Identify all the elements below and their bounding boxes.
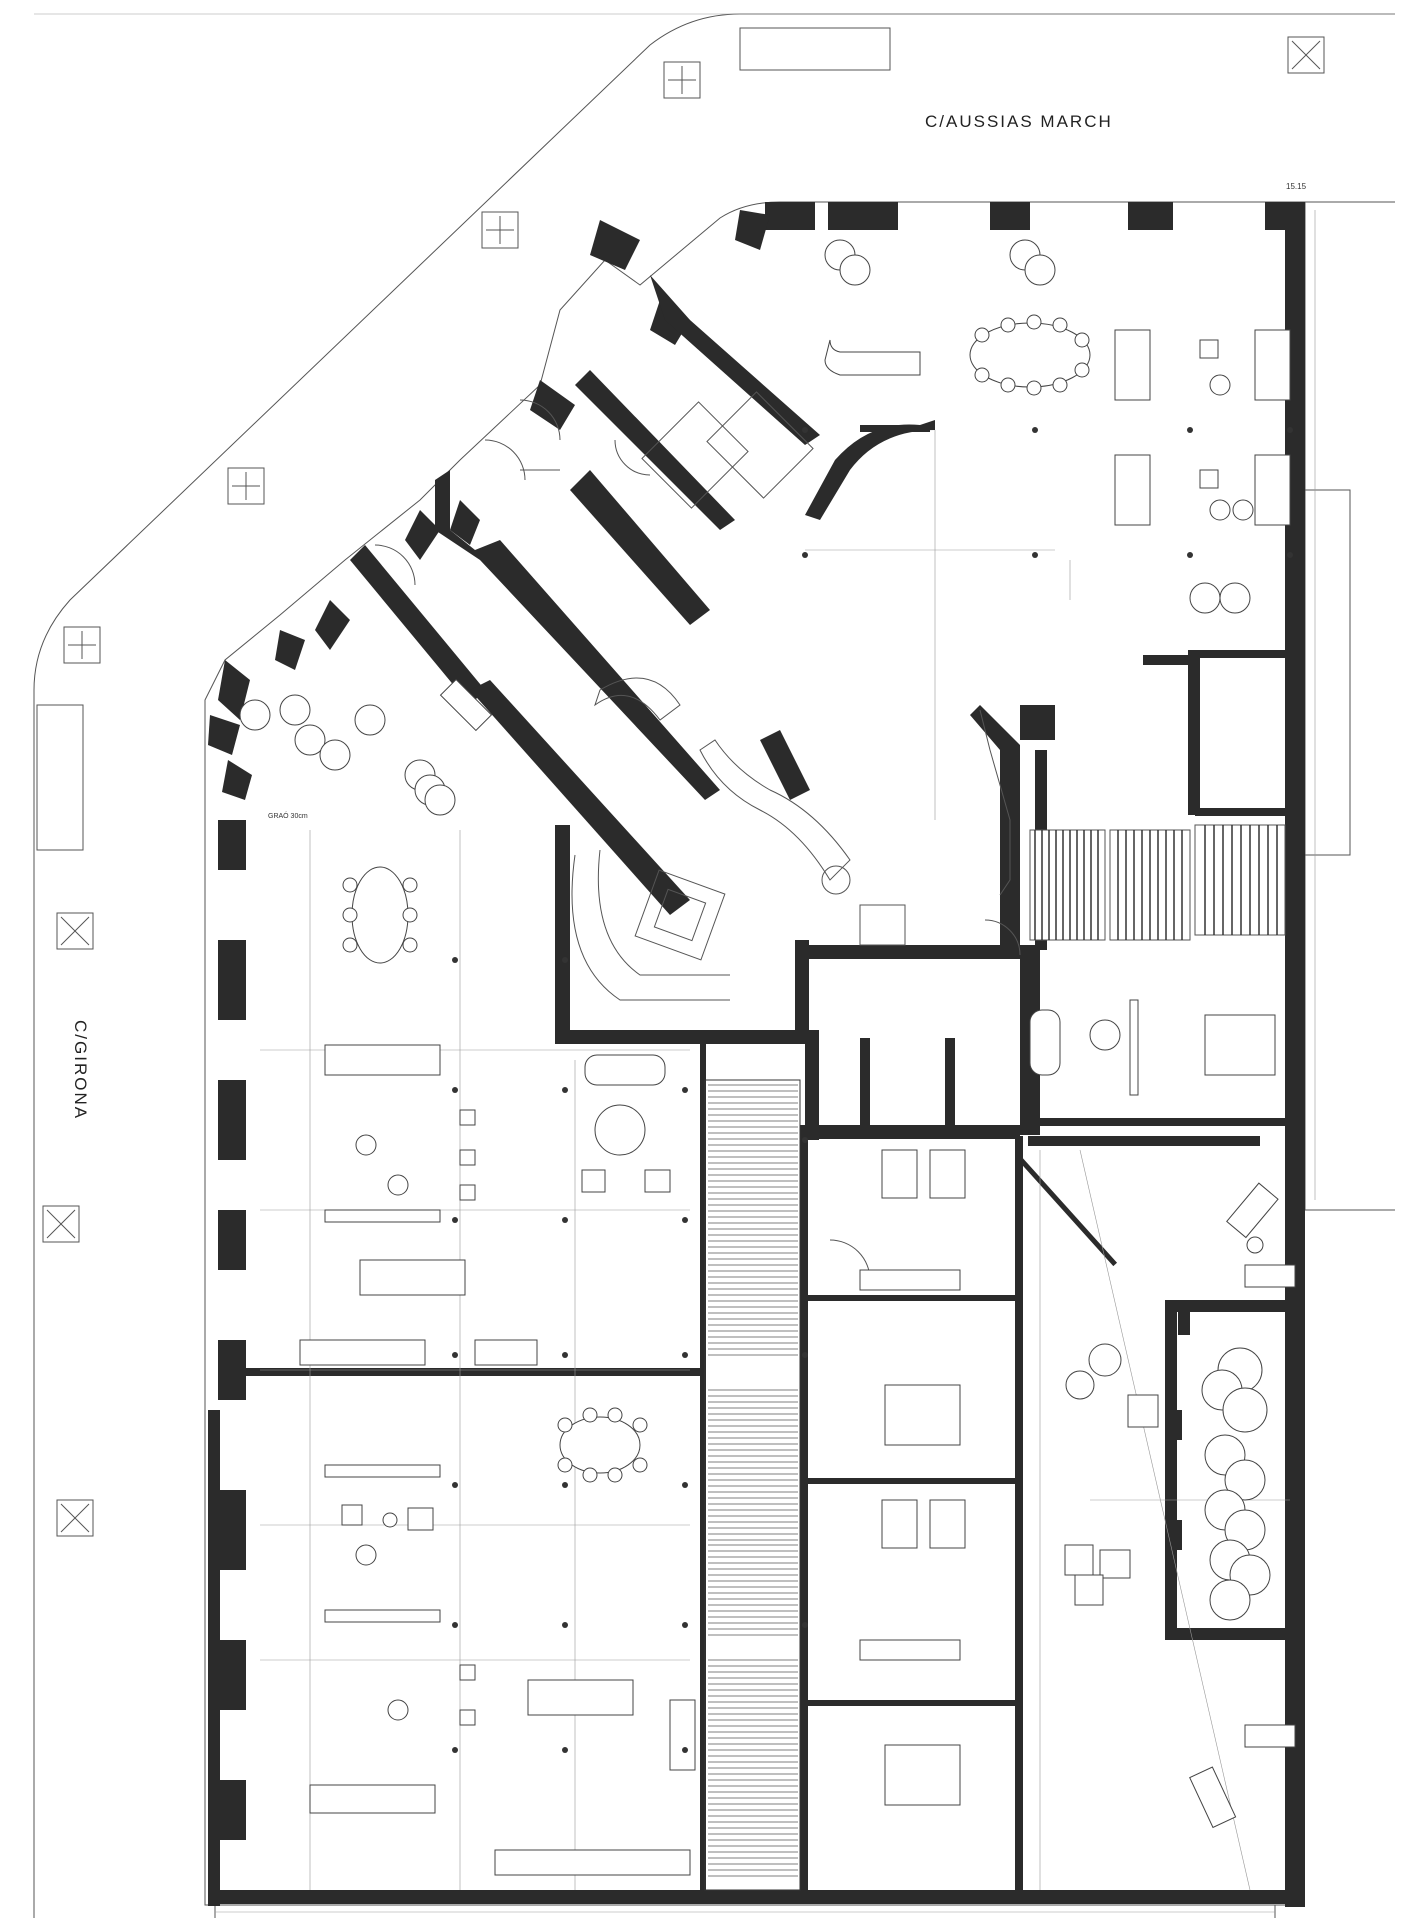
furniture-bedrooms <box>859 999 1276 1806</box>
furniture-top-right <box>824 239 1291 614</box>
tree-icons <box>42 36 1325 1537</box>
dimension-label: 15.15 <box>1286 182 1307 191</box>
stair-column <box>704 1079 801 1891</box>
furniture-left-upper <box>239 678 671 1366</box>
tree-icon <box>63 626 101 664</box>
structural-columns <box>452 427 1293 1753</box>
tree-icon <box>1287 36 1325 74</box>
street-label-girona: C/GIRONA <box>71 1020 90 1121</box>
furniture-terrace <box>1064 1182 1296 1829</box>
tree-icon <box>56 912 94 950</box>
stair-column-treads <box>708 1084 798 1877</box>
tree-icon <box>481 211 519 249</box>
interior-walls <box>245 275 1285 1896</box>
tree-icon <box>663 61 701 99</box>
facade-walls <box>208 202 1305 1907</box>
tree-icon <box>227 467 265 505</box>
tree-icon <box>42 1205 80 1243</box>
tree-icon <box>56 1499 94 1537</box>
lobby <box>594 677 1011 896</box>
grao-label: GRAÓ 30cm <box>268 813 308 820</box>
diagonal-stair <box>571 391 906 1001</box>
furniture-left-lower <box>309 1407 696 1876</box>
street-label-aussias-march: C/AUSSIAS MARCH <box>925 112 1113 131</box>
flat-floor-lines <box>260 430 1290 1891</box>
stair-treads <box>1029 824 1286 941</box>
sidewalk-lines <box>33 13 1395 1918</box>
